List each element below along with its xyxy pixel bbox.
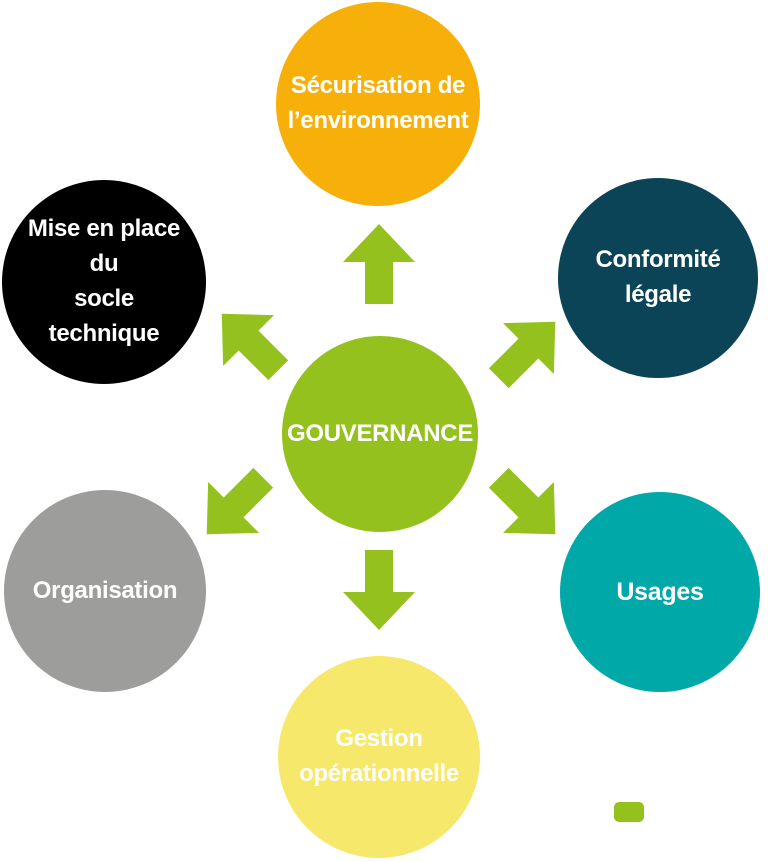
- arrow-to-conformite: [470, 293, 583, 406]
- arrow-to-usages: [470, 449, 583, 562]
- node-organisation: Organisation: [4, 490, 206, 692]
- node-usages: Usages: [560, 492, 760, 692]
- node-securisation: Sécurisation de l’environnement: [276, 2, 480, 206]
- arrow-to-organisation: [178, 449, 291, 562]
- node-conformite-label: Conformité légale: [595, 246, 721, 308]
- node-gestion-label: Gestion opérationnelle: [299, 725, 459, 787]
- node-securisation-label: Sécurisation de l’environnement: [287, 72, 469, 134]
- center-node-gouvernance: GOUVERNANCE: [282, 336, 478, 532]
- node-usages-label: Usages: [616, 577, 704, 606]
- node-socle-label: Mise en place du socle technique: [27, 215, 181, 347]
- legend-swatch: [614, 802, 644, 822]
- arrow-to-securisation: [339, 224, 419, 304]
- arrow-to-gestion: [339, 550, 419, 630]
- arrow-to-socle: [193, 285, 306, 398]
- node-socle: Mise en place du socle technique: [2, 180, 206, 384]
- center-label: GOUVERNANCE: [286, 419, 474, 447]
- node-organisation-label: Organisation: [32, 576, 178, 604]
- node-conformite: Conformité légale: [558, 178, 758, 378]
- node-gestion: Gestion opérationnelle: [278, 656, 480, 858]
